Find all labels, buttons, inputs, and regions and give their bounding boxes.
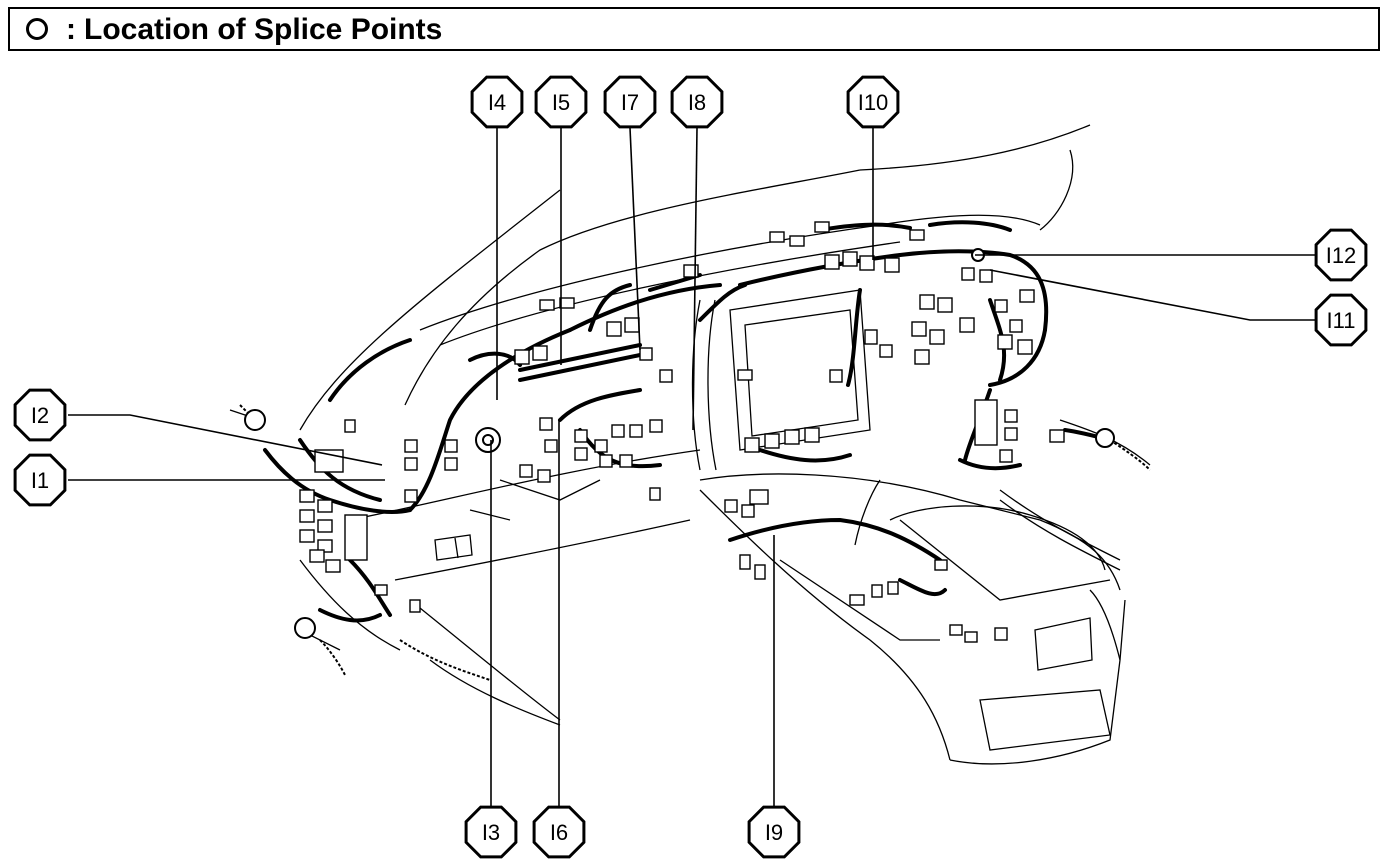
grommets (244, 248, 1115, 639)
callout-octagon-shape (846, 75, 900, 129)
callout-label: I6 (550, 820, 568, 845)
page-title: Location of Splice Points (84, 13, 443, 46)
ground-wires (239, 404, 1151, 681)
splice-callout-i6: I6 (532, 805, 586, 859)
callout-label: I5 (552, 90, 570, 115)
callout-label: I11 (1327, 308, 1356, 333)
callout-octagon-shape (670, 75, 724, 129)
connector-blocks (299, 221, 1065, 643)
callout-octagon-shape (603, 75, 657, 129)
dashboard-outline (229, 124, 1151, 765)
callout-label: I2 (31, 403, 49, 428)
callout-label: I8 (688, 90, 706, 115)
splice-point-symbol-icon (26, 18, 48, 40)
splice-callout-i3: I3 (464, 805, 518, 859)
callout-label: I10 (858, 90, 889, 115)
splice-callout-i7: I7 (603, 75, 657, 129)
splice-callout-i8: I8 (670, 75, 724, 129)
callout-octagon-shape (470, 75, 524, 129)
callout-label: I4 (488, 90, 506, 115)
splice-callout-i1: I1 (13, 453, 67, 507)
callout-octagon-shape (13, 388, 67, 442)
splice-callout-i12: I12 (1314, 228, 1368, 282)
callout-label: I7 (621, 90, 639, 115)
callout-octagon-shape (532, 805, 586, 859)
callout-octagon-shape (1314, 228, 1368, 282)
header-bar: : Location of Splice Points (8, 7, 1380, 51)
callout-octagon-shape (1314, 293, 1368, 347)
callout-label: I3 (482, 820, 500, 845)
callout-label: I12 (1326, 243, 1357, 268)
leader-lines (68, 127, 1315, 810)
callout-octagon-shape (747, 805, 801, 859)
splice-callout-i2: I2 (13, 388, 67, 442)
callout-octagon-shape (464, 805, 518, 859)
callout-octagon-shape (13, 453, 67, 507)
splice-callout-i4: I4 (470, 75, 524, 129)
callout-label: I9 (765, 820, 783, 845)
splice-callout-i10: I10 (846, 75, 900, 129)
callout-label: I1 (31, 468, 49, 493)
callout-octagon-shape (534, 75, 588, 129)
splice-callout-i5: I5 (534, 75, 588, 129)
splice-callout-i9: I9 (747, 805, 801, 859)
splice-callout-i11: I11 (1314, 293, 1368, 347)
header-colon: : (66, 13, 76, 46)
